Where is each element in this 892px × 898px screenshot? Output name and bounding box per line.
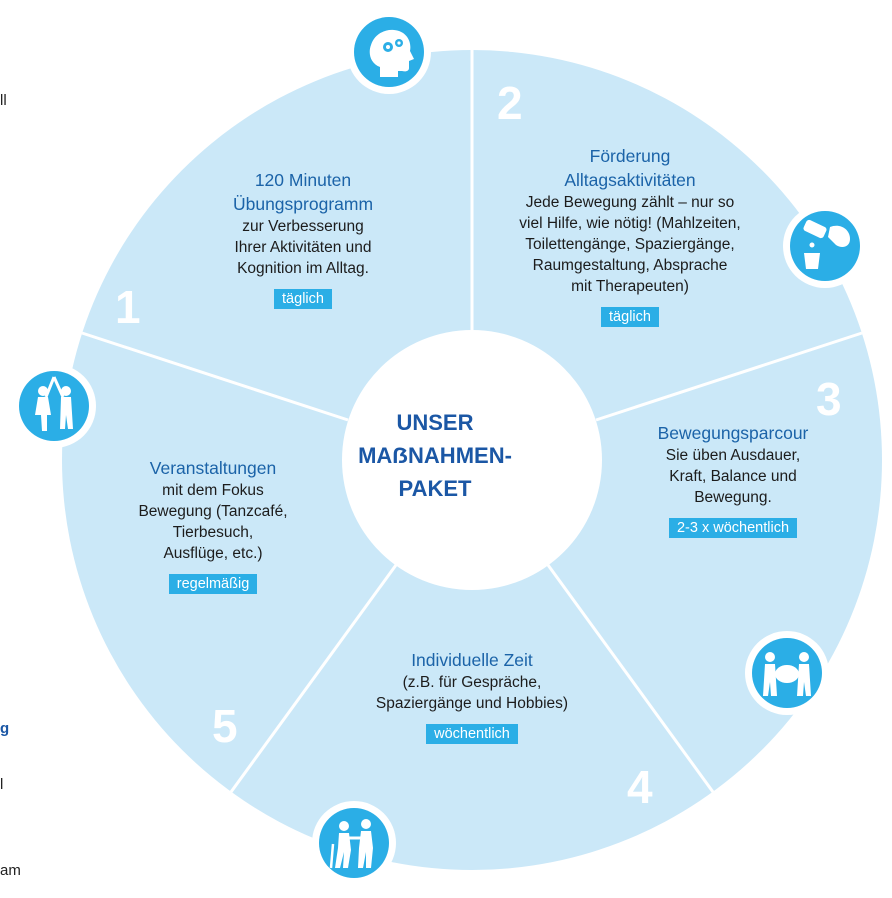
segment-3-badge: 2-3 x wöchentlich — [668, 518, 798, 538]
segment-2-body-line-4: Raumgestaltung, Absprache — [532, 257, 728, 274]
segment-1-body-line-3: Kognition im Alltag. — [237, 260, 369, 277]
segment-1-title-line-2: Übungsprogramm — [232, 194, 374, 214]
segment-2-text: Förderung Alltagsaktivitäten Jede Bewegu… — [488, 144, 772, 327]
segment-5-text: Veranstaltungen mit dem Fokus Bewegung (… — [113, 456, 313, 594]
segment-5-body-line-1: mit dem Fokus — [162, 482, 264, 499]
dancing-couple-icon — [12, 364, 96, 448]
left-edge-text-4: am — [0, 862, 21, 879]
segment-number-1: 1 — [115, 281, 141, 333]
segment-1-title-line-1: 120 Minuten — [254, 170, 352, 190]
left-edge-text-2: g — [0, 720, 10, 737]
center-title: UNSER MAẞNAHMEN- PAKET — [320, 406, 550, 505]
segment-1-body-line-2: Ihrer Aktivitäten und — [234, 239, 372, 256]
segment-2-body-line-5: mit Therapeuten) — [571, 278, 689, 295]
segment-dividers — [81, 50, 863, 793]
segment-5-body-line-4: Ausflüge, etc.) — [163, 545, 263, 562]
left-edge-text-3: l — [0, 776, 4, 793]
segment-3-body-line-1: Sie üben Ausdauer, — [665, 447, 801, 464]
center-title-line-1: UNSER — [396, 410, 474, 435]
segment-4-badge: wöchentlich — [426, 724, 518, 744]
segment-1-badge: täglich — [274, 289, 332, 309]
segment-2-title-line-1: Förderung — [589, 146, 671, 166]
head-gears-icon — [347, 10, 431, 94]
segment-1-body-line-1: zur Verbesserung — [242, 218, 364, 235]
segment-number-2: 2 — [497, 77, 523, 129]
segment-4-body-line-1: (z.B. für Gespräche, — [402, 674, 542, 691]
center-circle — [342, 330, 602, 590]
segment-5-badge: regelmäßig — [168, 574, 258, 594]
center-title-line-2: MAẞNAHMEN- — [358, 443, 512, 468]
segment-2-body-line-1: Jede Bewegung zählt – nur so — [525, 194, 735, 211]
segment-5-body-line-3: Tierbesuch, — [172, 524, 254, 541]
segment-4-body-line-2: Spaziergänge und Hobbies) — [375, 695, 569, 712]
segment-2-title-line-2: Alltagsaktivitäten — [564, 170, 696, 190]
segment-3-body-line-3: Bewegung. — [694, 489, 772, 506]
segment-number-3: 3 — [816, 373, 842, 425]
walking-assist-icon — [312, 801, 396, 885]
segment-5-title: Veranstaltungen — [149, 458, 277, 478]
segment-5-body-line-2: Bewegung (Tanzcafé, — [138, 503, 288, 520]
segment-4-title: Individuelle Zeit — [411, 650, 533, 670]
segment-4-text: Individuelle Zeit (z.B. für Gespräche, S… — [352, 648, 592, 744]
left-edge-text-1: ll — [0, 92, 7, 109]
segment-3-body-line-2: Kraft, Balance und — [669, 468, 797, 485]
segment-3-text: Bewegungsparcour Sie üben Ausdauer, Kraf… — [628, 421, 838, 538]
segment-2-body-line-3: Toilettengänge, Spaziergänge, — [525, 236, 735, 253]
carrying-box-icon — [745, 631, 829, 715]
segment-2-body-line-2: viel Hilfe, wie nötig! (Mahlzeiten, — [519, 215, 741, 232]
segment-number-5: 5 — [212, 700, 238, 752]
segment-3-title: Bewegungsparcour — [657, 423, 809, 443]
segment-1-text: 120 Minuten Übungsprogramm zur Verbesser… — [193, 168, 413, 309]
pouring-cup-icon — [783, 204, 867, 288]
segment-2-badge: täglich — [601, 307, 659, 327]
segment-number-4: 4 — [627, 761, 653, 813]
center-title-line-3: PAKET — [398, 476, 472, 501]
